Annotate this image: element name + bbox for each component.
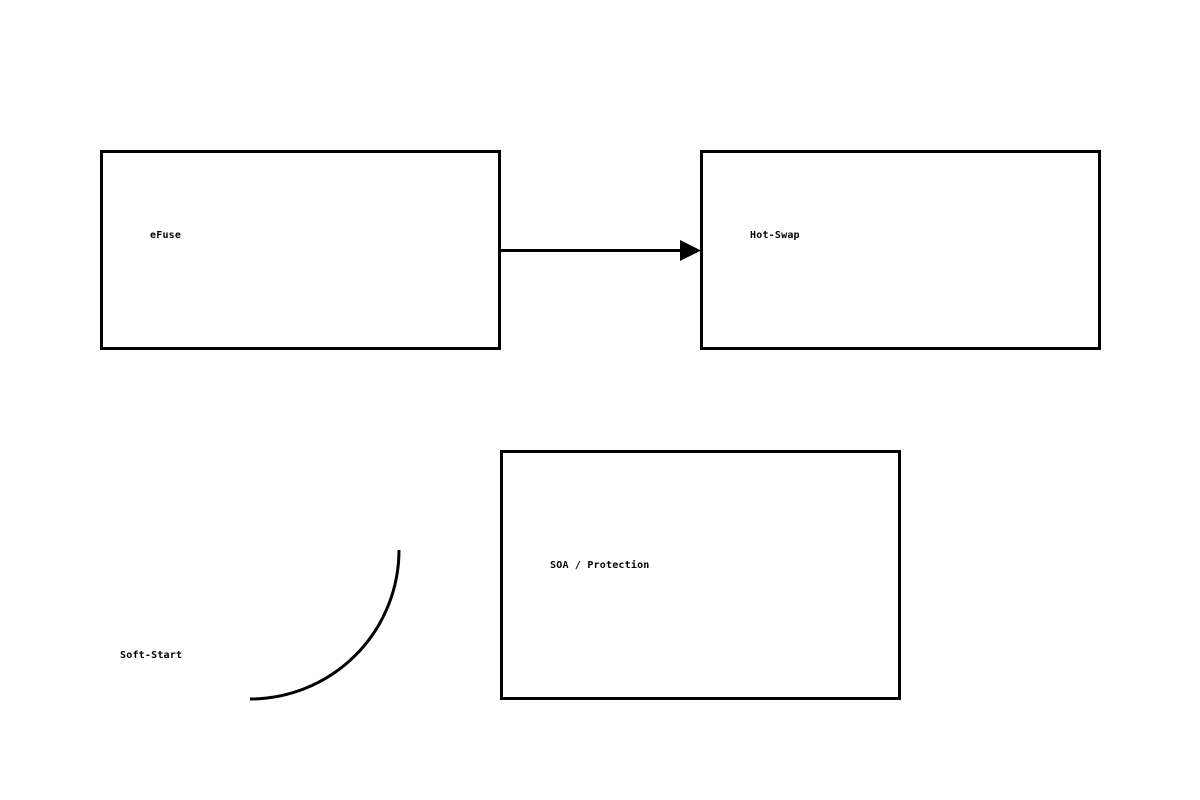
soft-start-label: Soft-Start bbox=[120, 650, 183, 661]
hotswap-box bbox=[700, 150, 1101, 350]
soa-protection-label: SOA / Protection bbox=[550, 560, 650, 571]
soa-protection-box bbox=[500, 450, 901, 700]
efuse-to-hotswap-arrowhead bbox=[680, 240, 701, 261]
efuse-label: eFuse bbox=[150, 230, 182, 241]
soft-start-curve bbox=[249, 549, 401, 701]
hotswap-label: Hot-Swap bbox=[750, 230, 800, 241]
efuse-box bbox=[100, 150, 501, 350]
